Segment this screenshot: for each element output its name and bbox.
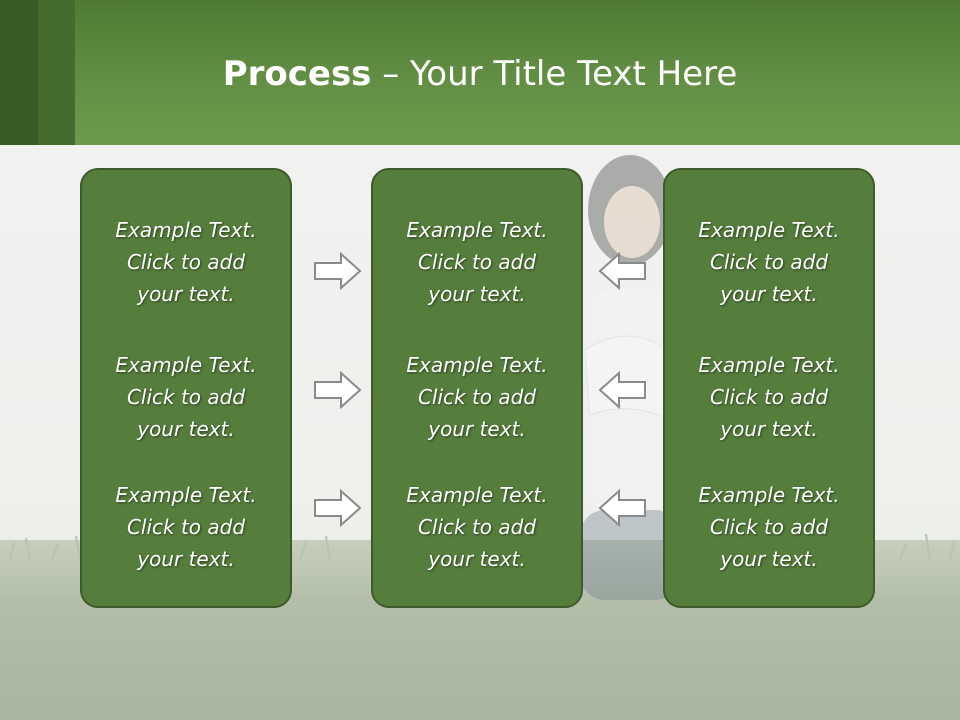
text-line: Click to add bbox=[417, 385, 537, 409]
box-text-block[interactable]: Example Text. Click to add your text. bbox=[82, 479, 290, 575]
text-line: your text. bbox=[428, 417, 526, 441]
text-line: Example Text. bbox=[406, 218, 548, 242]
box-text-block[interactable]: Example Text. Click to add your text. bbox=[665, 349, 873, 445]
right-arrow-icon bbox=[314, 370, 362, 410]
text-line: Example Text. bbox=[115, 218, 257, 242]
background-photo-person bbox=[580, 155, 680, 600]
text-line: Click to add bbox=[126, 515, 246, 539]
text-line: Click to add bbox=[709, 515, 829, 539]
text-line: your text. bbox=[137, 417, 235, 441]
box-text-block[interactable]: Example Text. Click to add your text. bbox=[373, 349, 581, 445]
text-line: your text. bbox=[428, 282, 526, 306]
box-text-block[interactable]: Example Text. Click to add your text. bbox=[665, 479, 873, 575]
process-box-1[interactable]: Example Text. Click to add your text. Ex… bbox=[80, 168, 292, 608]
text-line: your text. bbox=[137, 282, 235, 306]
box-text-block[interactable]: Example Text. Click to add your text. bbox=[665, 214, 873, 310]
text-line: Click to add bbox=[417, 250, 537, 274]
text-line: Click to add bbox=[126, 385, 246, 409]
box-text-block[interactable]: Example Text. Click to add your text. bbox=[373, 214, 581, 310]
right-arrow-icon bbox=[314, 251, 362, 291]
box-text-block[interactable]: Example Text. Click to add your text. bbox=[373, 479, 581, 575]
title-bold: Process bbox=[222, 54, 372, 94]
text-line: your text. bbox=[720, 417, 818, 441]
text-line: Example Text. bbox=[406, 483, 548, 507]
text-line: Click to add bbox=[126, 250, 246, 274]
text-line: Example Text. bbox=[698, 353, 840, 377]
box-text-block[interactable]: Example Text. Click to add your text. bbox=[82, 349, 290, 445]
right-arrow-icon bbox=[314, 488, 362, 528]
slide-title[interactable]: Process – Your Title Text Here bbox=[0, 52, 960, 96]
left-arrow-icon bbox=[598, 488, 646, 528]
left-arrow-icon bbox=[598, 370, 646, 410]
text-line: your text. bbox=[428, 547, 526, 571]
text-line: Click to add bbox=[709, 250, 829, 274]
text-line: your text. bbox=[137, 547, 235, 571]
slide-header: Process – Your Title Text Here bbox=[0, 0, 960, 145]
title-rest: – Your Title Text Here bbox=[371, 54, 738, 94]
text-line: Click to add bbox=[417, 515, 537, 539]
header-accent-stripe bbox=[38, 0, 75, 145]
process-box-2[interactable]: Example Text. Click to add your text. Ex… bbox=[371, 168, 583, 608]
header-accent-stripe bbox=[0, 0, 38, 145]
box-text-block[interactable]: Example Text. Click to add your text. bbox=[82, 214, 290, 310]
text-line: your text. bbox=[720, 282, 818, 306]
text-line: Example Text. bbox=[698, 483, 840, 507]
left-arrow-icon bbox=[598, 251, 646, 291]
text-line: Example Text. bbox=[406, 353, 548, 377]
text-line: Example Text. bbox=[115, 353, 257, 377]
text-line: Click to add bbox=[709, 385, 829, 409]
text-line: Example Text. bbox=[698, 218, 840, 242]
text-line: your text. bbox=[720, 547, 818, 571]
process-box-3[interactable]: Example Text. Click to add your text. Ex… bbox=[663, 168, 875, 608]
text-line: Example Text. bbox=[115, 483, 257, 507]
